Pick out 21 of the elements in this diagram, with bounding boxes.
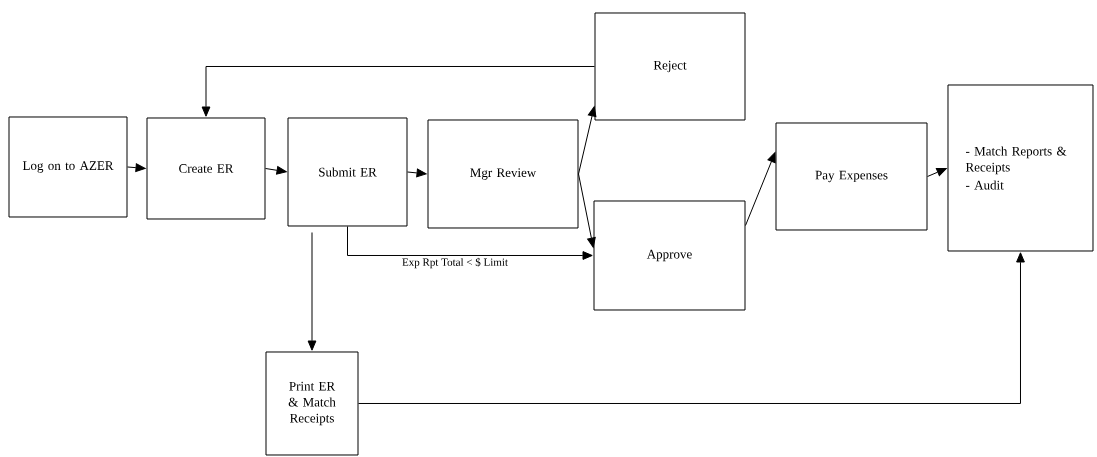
process-box: Submit ER [287,117,408,227]
process-box: Pay Expenses [775,122,928,231]
arrow [358,252,1025,404]
arrow [407,168,427,178]
arrow [578,106,597,175]
arrow [347,226,593,260]
arrow [127,163,146,173]
process-box: Create ER [146,117,266,220]
process-box: Approve [593,200,746,311]
arrow [265,166,287,175]
arrow [578,173,596,248]
process-box: - Match Reports & Receipts - Audit [947,84,1094,252]
process-box: Log on to AZER [8,116,128,218]
edge-label: Exp Rpt Total < $ Limit [401,256,509,270]
process-box: Mgr Review [427,119,579,229]
arrow [745,152,776,226]
arrow [927,168,947,177]
arrow [307,232,317,351]
arrow [201,66,595,117]
process-box: Print ER & Match Receipts [265,351,359,456]
process-box: Reject [594,12,746,121]
